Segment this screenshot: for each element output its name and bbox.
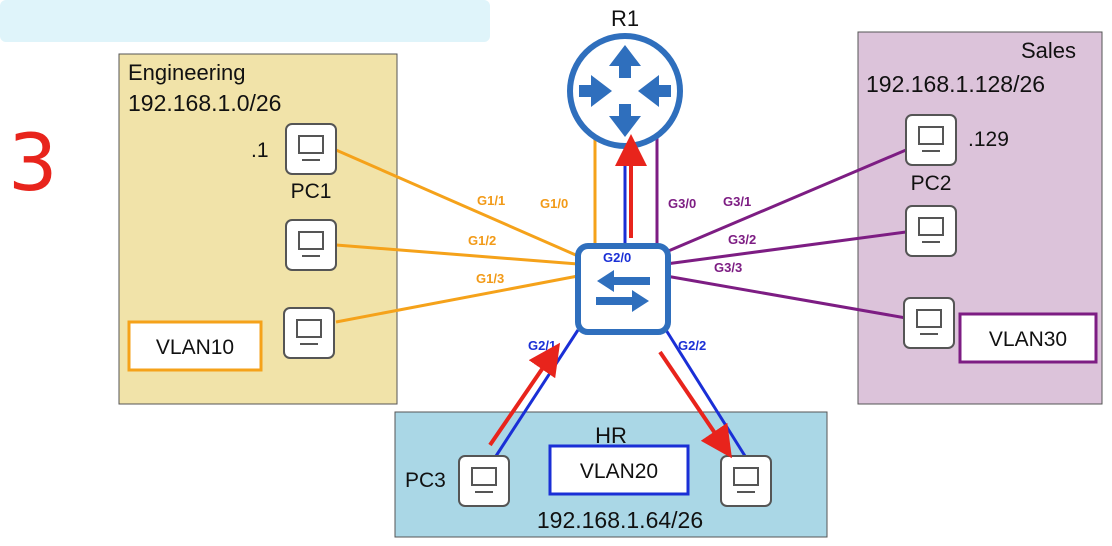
sales-subnet: 192.168.1.128/26: [866, 71, 1045, 97]
port-g3-0: G3/0: [668, 196, 696, 211]
router-label: R1: [611, 6, 639, 31]
port-g2-0: G2/0: [603, 250, 631, 265]
port-g1-3: G1/3: [476, 271, 504, 286]
pc1: .1 PC1: [251, 123, 337, 203]
pc2-label: PC2: [911, 172, 952, 195]
vlan20-label: VLAN20: [580, 460, 658, 483]
pc1-label: PC1: [291, 180, 332, 203]
port-g1-1: G1/1: [477, 193, 505, 208]
pc1-addr: .1: [251, 139, 269, 162]
switch: [575, 243, 671, 335]
port-g3-2: G3/2: [728, 232, 756, 247]
engineering-pc-3: [283, 307, 335, 359]
hr-zone-name: HR: [595, 423, 627, 448]
link-g2-1: [494, 329, 580, 457]
traffic-arrow-icon: [658, 350, 732, 459]
switch-icon: [575, 243, 671, 335]
router-r1: R1: [567, 6, 683, 149]
port-g2-2: G2/2: [678, 338, 706, 353]
port-g3-3: G3/3: [714, 260, 742, 275]
link-g3-3: [665, 274, 907, 320]
vlan30-box: VLAN30: [958, 312, 1098, 364]
hr-pc-2: [720, 455, 772, 507]
sales-pc-3: [903, 297, 955, 349]
pc-icon: [285, 123, 337, 175]
pc3-label: PC3: [405, 469, 446, 492]
link-g3-1: [665, 148, 907, 254]
port-g1-0: G1/0: [540, 196, 568, 211]
port-g2-1: G2/1: [528, 338, 556, 353]
pc2: .129 PC2: [905, 114, 1009, 195]
pc-icon: [285, 219, 337, 271]
vlan10-box: VLAN10: [127, 320, 263, 372]
vlan30-label: VLAN30: [989, 328, 1067, 351]
vlan10-label: VLAN10: [156, 336, 234, 359]
pc-icon: [903, 297, 955, 349]
port-g1-2: G1/2: [468, 233, 496, 248]
engineering-zone-name: Engineering: [128, 60, 245, 85]
pc3: PC3: [405, 455, 510, 507]
slide-number: 3: [8, 119, 58, 209]
sales-pc-2: [905, 205, 957, 257]
link-g1-2: [335, 243, 579, 266]
pc-icon: [720, 455, 772, 507]
link-g1-3: [335, 274, 579, 324]
link-g1-1: [335, 148, 579, 258]
pc-icon: [283, 307, 335, 359]
sales-zone-name: Sales: [1021, 38, 1076, 63]
pc-icon: [458, 455, 510, 507]
engineering-subnet: 192.168.1.0/26: [128, 90, 281, 116]
port-g3-1: G3/1: [723, 194, 751, 209]
top-banner: [0, 0, 490, 42]
pc2-addr: .129: [968, 128, 1009, 151]
vlan20-box: VLAN20: [548, 444, 690, 496]
hr-subnet: 192.168.1.64/26: [537, 507, 703, 533]
pc-icon: [905, 205, 957, 257]
traffic-arrow-icon: [488, 342, 561, 447]
link-g3-2: [665, 230, 907, 266]
pc-icon: [905, 114, 957, 166]
traffic-arrows: [488, 134, 732, 459]
engineering-pc-2: [285, 219, 337, 271]
